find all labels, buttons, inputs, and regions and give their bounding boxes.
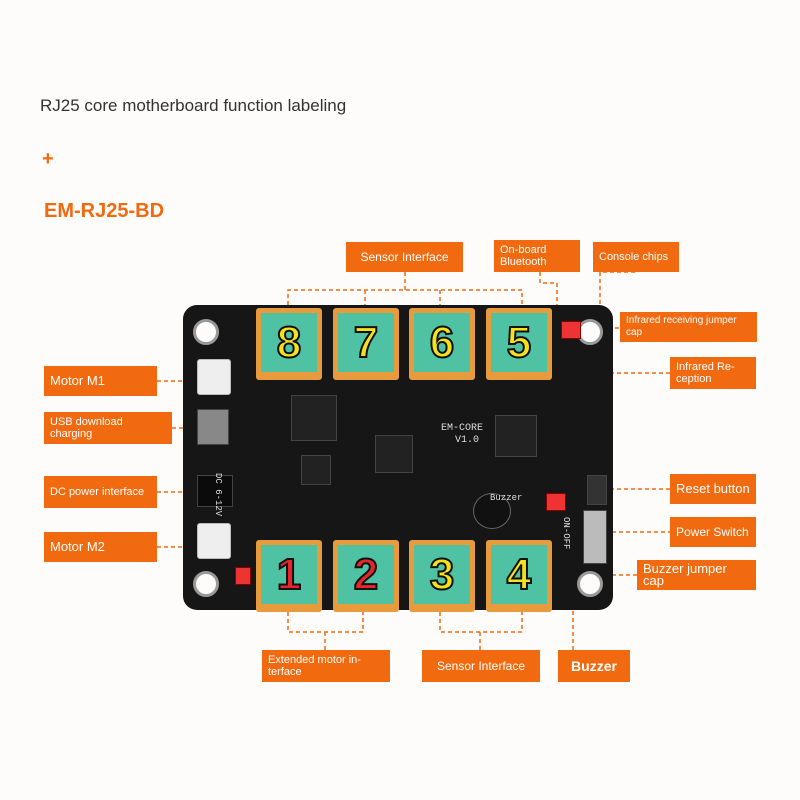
- port-number: 1: [276, 549, 303, 600]
- label-motor-m2: Motor M2: [44, 532, 157, 562]
- port-number: 2: [353, 549, 380, 600]
- label-sensor-interface-top: Sensor Interface: [346, 242, 463, 272]
- board-name: EM-CORE: [441, 423, 484, 434]
- dc-voltage-text: DC 6-12V: [213, 473, 223, 517]
- leader-sensor-bottom: [439, 612, 523, 650]
- page-heading: RJ25 core motherboard function labeling: [40, 96, 347, 115]
- usb-port: [197, 409, 229, 445]
- label-infrared-reception: Infrared Re-ception: [670, 357, 756, 389]
- bluetooth-chip: [495, 415, 537, 457]
- label-console-chips: Console chips: [593, 242, 679, 272]
- rj25-port-7: 7: [333, 308, 399, 380]
- rj25-port-5: 5: [486, 308, 552, 380]
- rj25-port-4: 4: [486, 540, 552, 612]
- vin-jumper: [235, 567, 251, 585]
- motor-m2-connector: [197, 523, 231, 559]
- label-dc-power: DC power interface: [44, 476, 157, 508]
- rj25-port-1: 1: [256, 540, 322, 612]
- mount-hole: [193, 571, 219, 597]
- on-off-silk-text: ON-OFF: [561, 517, 571, 550]
- port-number: 3: [429, 549, 456, 600]
- label-motor-m1: Motor M1: [44, 366, 157, 396]
- main-mcu-chip: [375, 435, 413, 473]
- leader-extended-motor: [287, 612, 364, 650]
- port-number: 7: [353, 317, 380, 368]
- port-number: 6: [429, 317, 456, 368]
- leader-sensor-top: [287, 272, 523, 305]
- label-power-switch: Power Switch: [670, 517, 756, 547]
- power-switch-component: [583, 510, 607, 564]
- label-reset-button: Reset button: [670, 474, 756, 504]
- mount-hole: [577, 319, 603, 345]
- model-title: EM-RJ25-BD: [44, 200, 165, 222]
- label-extended-motor: Extended motor in-terface: [262, 650, 390, 682]
- buzzer-silk-text: Buzzer: [490, 493, 523, 503]
- rj25-port-3: 3: [409, 540, 475, 612]
- label-buzzer-jumper: Buzzer jumper cap: [637, 560, 756, 590]
- label-onboard-bluetooth: On-board Bluetooth: [494, 240, 580, 272]
- mount-hole: [577, 571, 603, 597]
- mount-hole: [193, 319, 219, 345]
- buzzer-component: [473, 493, 511, 529]
- infrared-jumper-cap: [561, 321, 581, 339]
- label-usb-download: USB download charging: [44, 412, 172, 444]
- port-number: 8: [276, 317, 303, 368]
- motor-m1-connector: [197, 359, 231, 395]
- dc-jack: [197, 475, 233, 507]
- rj25-port-8: 8: [256, 308, 322, 380]
- buzzer-jumper-cap: [546, 493, 566, 511]
- plus-icon: +: [42, 148, 54, 170]
- rj25-port-2: 2: [333, 540, 399, 612]
- rj25-port-6: 6: [409, 308, 475, 380]
- port-number: 4: [506, 549, 533, 600]
- label-infrared-jumper: Infrared receiving jumper cap: [620, 312, 757, 342]
- label-sensor-interface-bottom: Sensor Interface: [422, 650, 540, 682]
- regulator-chip: [301, 455, 331, 485]
- port-number: 5: [506, 317, 533, 368]
- board-version: V1.0: [455, 435, 480, 446]
- usb-chip: [291, 395, 337, 441]
- reset-button-component: [587, 475, 607, 505]
- label-buzzer: Buzzer: [558, 650, 630, 682]
